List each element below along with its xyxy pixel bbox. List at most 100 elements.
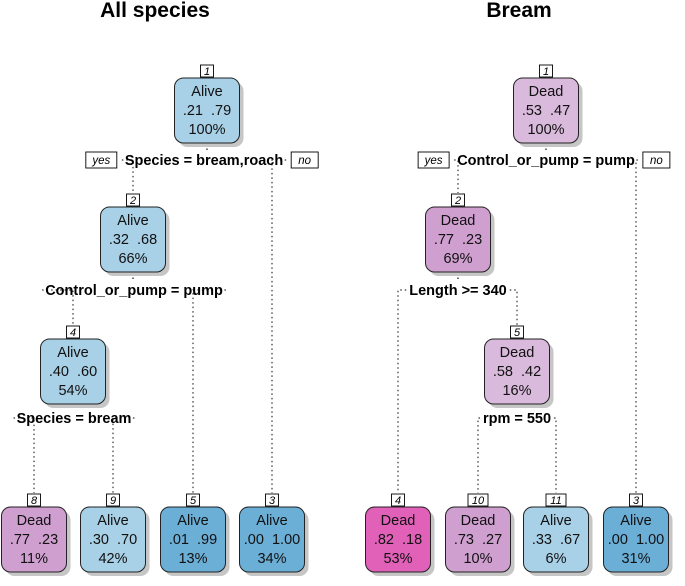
node-percentage: 69% bbox=[443, 251, 472, 267]
node-class-label: Alive bbox=[97, 513, 128, 529]
node-number-box bbox=[106, 493, 120, 507]
node-percentage: 34% bbox=[257, 551, 286, 567]
split-label-l1: Species = bream,roach bbox=[125, 153, 283, 169]
node-number: 4 bbox=[70, 327, 76, 339]
node-number: 1 bbox=[204, 66, 210, 78]
node-number-box bbox=[467, 493, 489, 507]
node-probabilities: .32 .68 bbox=[109, 232, 157, 248]
node-class-label: Alive bbox=[620, 513, 651, 529]
split-label-l2: Control_or_pump = pump bbox=[45, 283, 223, 299]
node-class-label: Dead bbox=[500, 345, 535, 361]
node-probabilities: .33 .67 bbox=[532, 532, 580, 548]
node-number: 3 bbox=[269, 495, 276, 507]
edge-l4-l8 bbox=[13, 417, 35, 493]
node-percentage: 42% bbox=[98, 551, 127, 567]
yes-badge: yes bbox=[424, 155, 443, 167]
node-percentage: 31% bbox=[621, 551, 650, 567]
node-probabilities: .82 .18 bbox=[374, 532, 422, 548]
node-number-box bbox=[126, 193, 140, 207]
node-box bbox=[239, 506, 305, 573]
node-number-box bbox=[629, 493, 643, 507]
node-probabilities: .58 .42 bbox=[493, 364, 541, 380]
node-probabilities: .53 .47 bbox=[522, 103, 570, 119]
yes-badge: yes bbox=[91, 155, 110, 167]
node-box bbox=[80, 506, 146, 573]
no-badge: no bbox=[650, 155, 663, 167]
yes-badge-box bbox=[85, 151, 118, 169]
node-number-box bbox=[391, 493, 405, 507]
edge-r5-r10 bbox=[477, 417, 480, 493]
node-number: 3 bbox=[633, 495, 640, 507]
split-label-r1: Control_or_pump = pump bbox=[457, 153, 635, 169]
node-number: 1 bbox=[543, 66, 549, 78]
node-probabilities: .40 .60 bbox=[49, 364, 97, 380]
node-box bbox=[425, 206, 491, 273]
node-class-label: Dead bbox=[461, 513, 496, 529]
node-percentage: 10% bbox=[463, 551, 492, 567]
edge-l4-l9 bbox=[112, 417, 135, 493]
node-percentage: 13% bbox=[178, 551, 207, 567]
node-box bbox=[484, 338, 550, 405]
node-class-label: Dead bbox=[17, 513, 52, 529]
node-number: 11 bbox=[550, 495, 561, 507]
node-box bbox=[513, 77, 579, 144]
node-number: 2 bbox=[129, 195, 136, 207]
node-probabilities: .77 .23 bbox=[434, 232, 482, 248]
node-box bbox=[160, 506, 226, 573]
node-number-box bbox=[545, 493, 567, 507]
node-class-label: Dead bbox=[529, 84, 564, 100]
node-box bbox=[603, 506, 669, 573]
node-number: 5 bbox=[514, 327, 521, 339]
node-percentage: 100% bbox=[527, 122, 564, 138]
node-percentage: 53% bbox=[383, 551, 412, 567]
node-number: 4 bbox=[395, 495, 401, 507]
node-number-box bbox=[265, 493, 279, 507]
node-percentage: 100% bbox=[188, 122, 225, 138]
tree-edges bbox=[13, 144, 638, 493]
edge-l2-l4 bbox=[42, 289, 74, 325]
split-label-r2: Length >= 340 bbox=[409, 283, 507, 299]
node-number: 9 bbox=[110, 495, 116, 507]
right-tree-title: Bream bbox=[486, 0, 551, 22]
node-probabilities: .73 .27 bbox=[454, 532, 502, 548]
node-percentage: 11% bbox=[20, 551, 48, 567]
node-probabilities: .00 1.00 bbox=[244, 532, 300, 548]
edge-r5-r11 bbox=[554, 417, 557, 493]
edge-r2-r5 bbox=[509, 289, 518, 325]
no-badge-box bbox=[290, 151, 319, 169]
node-box bbox=[1, 506, 67, 573]
node-box bbox=[365, 506, 431, 573]
node-percentage: 6% bbox=[546, 551, 567, 567]
node-number: 2 bbox=[454, 195, 461, 207]
node-class-label: Alive bbox=[191, 84, 222, 100]
edge-r2-r4 bbox=[397, 289, 407, 493]
node-box bbox=[100, 206, 166, 273]
node-percentage: 66% bbox=[118, 251, 147, 267]
split-label-r5: rpm = 550 bbox=[483, 411, 551, 427]
node-class-label: Alive bbox=[256, 513, 287, 529]
node-box bbox=[523, 506, 589, 573]
split-label-l4: Species = bream bbox=[17, 411, 132, 427]
node-number: 8 bbox=[31, 495, 38, 507]
node-probabilities: .77 .23 bbox=[10, 532, 58, 548]
node-number-box bbox=[200, 64, 214, 78]
node-probabilities: .00 1.00 bbox=[608, 532, 664, 548]
node-class-label: Dead bbox=[441, 213, 476, 229]
node-box bbox=[40, 338, 106, 405]
node-probabilities: .30 .70 bbox=[89, 532, 137, 548]
node-number-box bbox=[186, 493, 200, 507]
